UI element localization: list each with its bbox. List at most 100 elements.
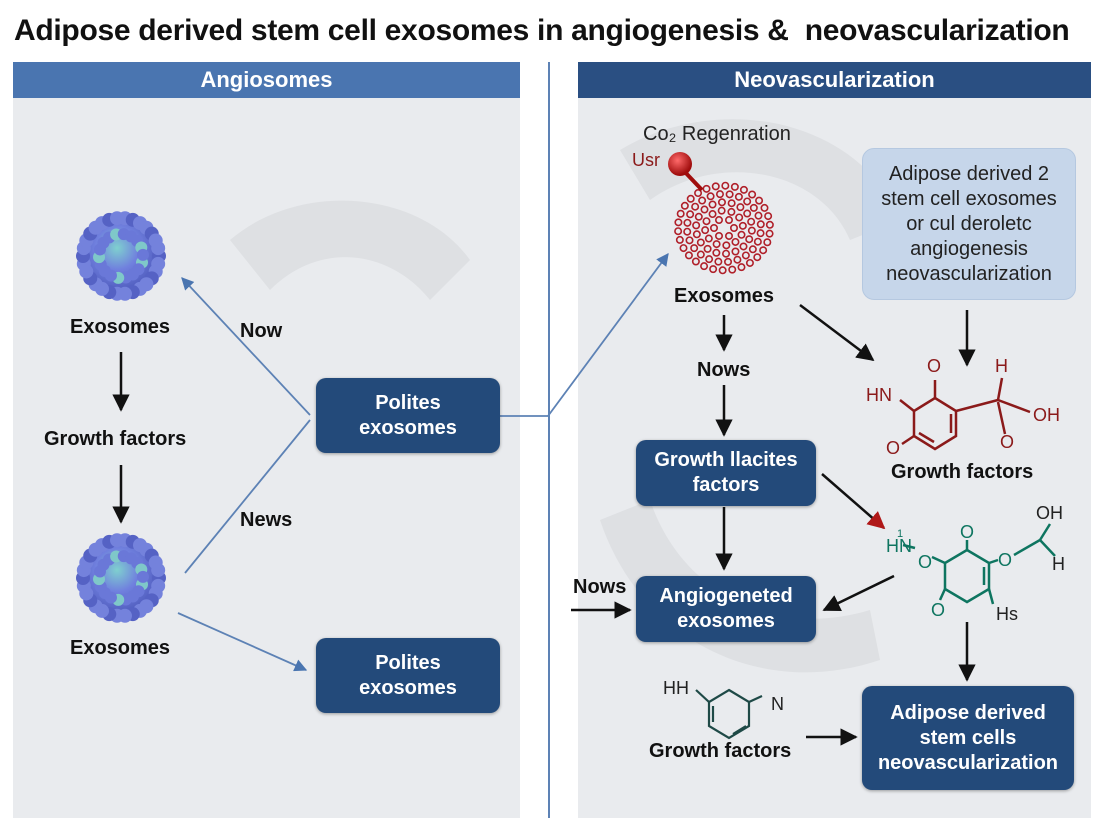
polites-top-line2: exosomes (359, 416, 457, 439)
red-vesicle (711, 182, 720, 191)
red-vesicle (734, 192, 743, 201)
red-vesicle (731, 247, 740, 256)
red-vesicle (765, 229, 774, 238)
info-line3: or cul deroletc (906, 212, 1032, 235)
red-vesicle (694, 189, 703, 198)
red-vesicle (749, 203, 758, 212)
adipose-box-line2: stem cells (919, 726, 1017, 749)
red-vesicle (701, 226, 710, 235)
red-vesicle (728, 265, 737, 274)
red-vesicle (702, 217, 711, 226)
red-molecule (899, 377, 1031, 451)
red-vesicle (679, 244, 688, 253)
green-chem-hn: HN (886, 536, 912, 556)
red-vesicle (680, 201, 689, 210)
red-vesicle (743, 209, 752, 218)
cluster-knob (136, 248, 149, 261)
pin-head (668, 152, 692, 176)
cluster-knob (151, 563, 166, 578)
red-vesicle (675, 235, 684, 244)
red-vesicle (753, 237, 762, 246)
red-vesicle (714, 257, 723, 266)
red-vesicle (717, 206, 726, 215)
red-vesicle (704, 234, 713, 243)
arrow-label-news: News (240, 509, 293, 531)
red-vesicle (727, 207, 736, 216)
red-vesicle (738, 221, 747, 230)
usr-label: Usr (632, 150, 660, 170)
arrow-growth-to-green-chem (821, 473, 886, 530)
red-vesicle (745, 235, 754, 244)
red-vesicle (692, 221, 701, 230)
right-exosomes-label: Exosomes (674, 285, 775, 307)
red-vesicle (709, 265, 718, 274)
info-line1: Adipose derived 2 (888, 162, 1050, 185)
red-chem-o-bottom: O (1000, 432, 1015, 452)
cluster-core (81, 216, 161, 296)
red-vesicle (748, 190, 757, 199)
red-vesicle (714, 216, 723, 225)
red-vesicle (735, 213, 744, 222)
angio-box-line1: Angiogeneted (659, 585, 793, 607)
red-vesicle (724, 216, 733, 225)
red-vesicle (733, 255, 742, 264)
red-vesicle (727, 199, 736, 208)
red-vesicle (700, 205, 709, 214)
green-molecule (902, 523, 1056, 605)
angiogeneted-exosomes-box: Angiogeneted exosomes (636, 576, 816, 642)
red-chem-o-left: O (886, 438, 901, 458)
red-vesicle (708, 210, 717, 219)
red-vesicle (698, 196, 707, 205)
red-vesicle (739, 242, 748, 251)
red-vesicle (724, 231, 733, 240)
nows-left-label: Nows (573, 576, 627, 598)
red-vesicle (703, 244, 712, 253)
green-chem-oh: OH (1036, 503, 1063, 523)
red-vesicle (722, 241, 731, 250)
growth-box-line1: Growth llacites (654, 449, 798, 471)
red-vesicle (756, 220, 765, 229)
arrow-now (181, 277, 311, 416)
growth-factors-bottom-right-label: Growth factors (649, 740, 792, 762)
red-vesicle (690, 244, 699, 253)
red-vesicle (696, 250, 705, 259)
adipose-box-line1: Adipose derived (890, 701, 1046, 724)
info-line2: stem cell exosomes (881, 187, 1057, 210)
cluster-knob (136, 570, 149, 583)
arrow-label-now: Now (240, 320, 283, 342)
red-vesicle (759, 246, 768, 255)
page-title: Adipose derived stem cell exosomes in an… (14, 14, 1070, 47)
cluster-knob (151, 241, 166, 256)
regeneration-label: Co₂ Regenration (643, 123, 791, 145)
red-vesicle (721, 181, 730, 190)
arrow-exosomes-to-chem (799, 304, 875, 362)
red-vesicle (694, 212, 703, 221)
red-vesicle (700, 262, 709, 271)
red-vesicle (708, 200, 717, 209)
arrow-polites-to-regeneration (500, 252, 669, 417)
red-vesicle (674, 227, 683, 236)
green-chem-h-sup: 1 (897, 528, 904, 540)
red-vesicle (686, 194, 695, 203)
arrow-chem-to-angio (822, 574, 895, 612)
green-chem-o-top: O (960, 522, 975, 542)
green-chem-o-bottom: O (931, 600, 946, 620)
growth-factors-top-right-label: Growth factors (891, 461, 1034, 483)
angio-box-line2: exosomes (677, 610, 775, 632)
red-vesicle (705, 255, 714, 264)
small-chem-hh: HH (663, 678, 689, 698)
red-vesicle (739, 185, 748, 194)
arrow-polites-bottom (177, 612, 308, 672)
left-exosomes-top-label: Exosomes (70, 316, 171, 338)
red-vesicle (702, 184, 711, 193)
red-vesicle (686, 210, 695, 219)
growth-box-line2: factors (692, 474, 760, 496)
red-vesicle (745, 258, 754, 267)
red-vesicle (712, 240, 721, 249)
left-growth-factors-label: Growth factors (44, 428, 187, 450)
nows-top-label: Nows (697, 359, 751, 381)
red-vesicle (718, 266, 727, 275)
info-line5: neovascularization (886, 262, 1052, 285)
